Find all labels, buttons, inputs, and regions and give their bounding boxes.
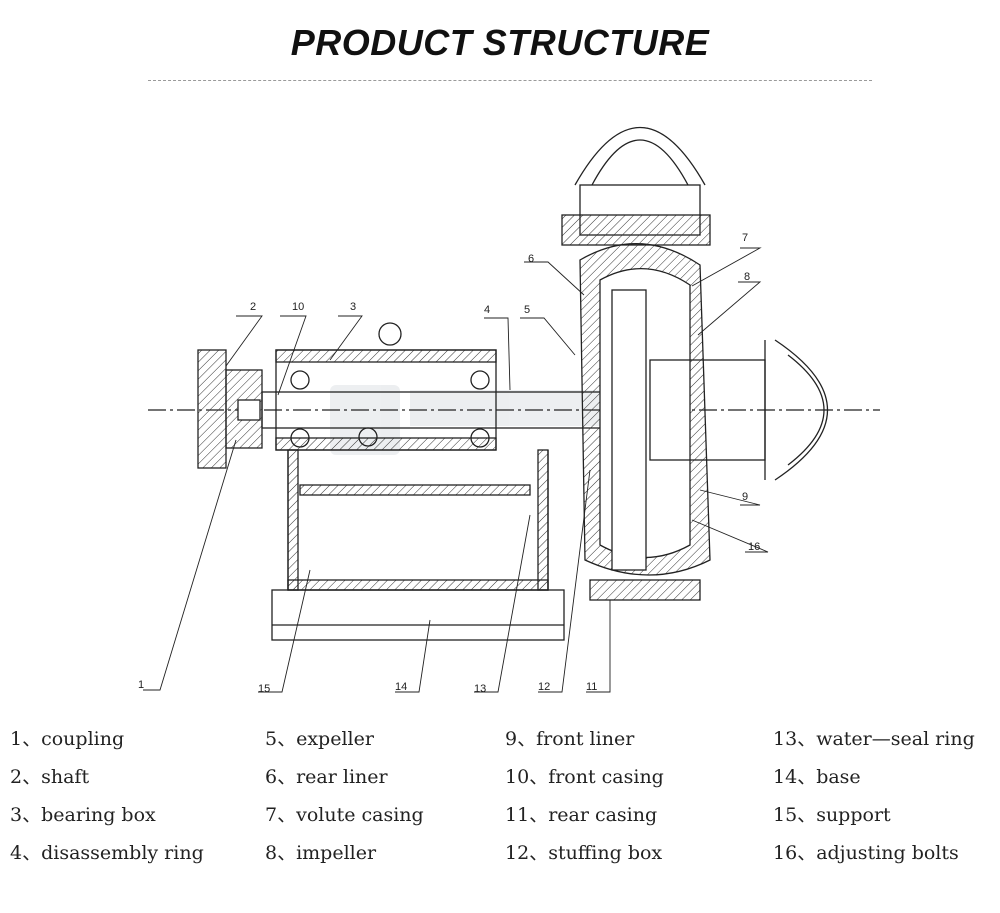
leader-lines	[143, 247, 769, 693]
legend-item-coupling: 1、coupling	[10, 728, 125, 750]
legend-item-rear-liner: 6、rear liner	[265, 766, 388, 788]
legend-item-stuffing-box: 12、stuffing box	[505, 842, 663, 864]
callout-9: 9	[742, 491, 748, 503]
callout-labels: 1 2 3 4 5 6 7 8 9 10 11 12 13 14 15 16	[138, 232, 760, 695]
callout-2: 2	[250, 301, 256, 313]
base	[271, 589, 565, 641]
legend-item-impeller: 8、impeller	[265, 842, 377, 864]
legend-item-support: 15、support	[773, 804, 891, 826]
callout-5: 5	[524, 304, 530, 316]
callout-8: 8	[744, 271, 750, 283]
callout-13: 13	[474, 683, 486, 695]
legend-item-front-liner: 9、front liner	[505, 728, 635, 750]
legend-item-front-casing: 10、front casing	[505, 766, 664, 788]
legend-item-adjusting-bolts: 16、adjusting bolts	[773, 842, 959, 864]
callout-16: 16	[748, 541, 760, 553]
callout-6: 6	[528, 253, 534, 265]
title-divider	[148, 80, 872, 81]
coupling	[197, 349, 263, 469]
callout-10: 10	[292, 301, 304, 313]
callout-7: 7	[742, 232, 748, 244]
legend-item-volute-casing: 7、volute casing	[265, 804, 424, 826]
legend-item-bearing-box: 3、bearing box	[10, 804, 156, 826]
legend-item-expeller: 5、expeller	[265, 728, 374, 750]
discharge-flange	[561, 127, 711, 246]
legend-item-base: 14、base	[773, 766, 861, 788]
parts-legend: 1、coupling 2、shaft 3、bearing box 4、disas…	[0, 718, 1000, 888]
callout-3: 3	[350, 301, 356, 313]
legend-item-rear-casing: 11、rear casing	[505, 804, 658, 826]
legend-item-shaft: 2、shaft	[10, 766, 90, 788]
callout-15: 15	[258, 683, 270, 695]
callout-12: 12	[538, 681, 550, 693]
legend-item-disassembly-ring: 4、disassembly ring	[10, 842, 204, 864]
callout-4: 4	[484, 304, 490, 316]
support	[287, 449, 549, 591]
suction-inlet	[649, 339, 828, 481]
callout-14: 14	[395, 681, 407, 693]
callout-1: 1	[138, 679, 144, 691]
pump-casing	[579, 243, 711, 601]
pump-cross-section-diagram: 1 2 3 4 5 6 7 8 9 10 11 12 13 14 15 16	[138, 127, 880, 695]
page-title: PRODUCT STRUCTURE	[290, 22, 710, 63]
callout-11: 11	[586, 681, 597, 693]
legend-item-water-seal-ring: 13、water—seal ring	[773, 728, 975, 750]
